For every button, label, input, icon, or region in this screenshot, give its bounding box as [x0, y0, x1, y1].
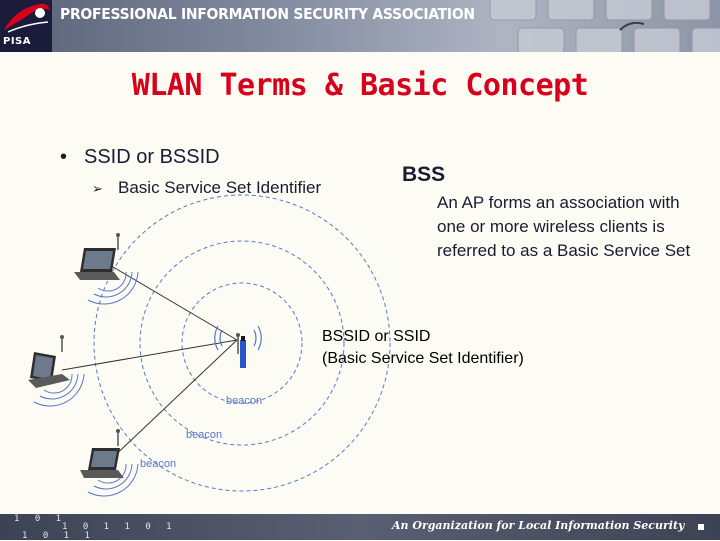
footer-bar — [0, 514, 720, 540]
footer-square-icon — [698, 524, 704, 530]
organization-name: PROFESSIONAL INFORMATION SECURITY ASSOCI… — [60, 5, 475, 23]
beacon-label: beacon — [140, 458, 176, 470]
bssid-line-2: (Basic Service Set Identifier) — [322, 350, 524, 367]
laptop-icon — [80, 429, 139, 497]
coverage-ring-middle — [139, 240, 345, 446]
coverage-ring-outer — [93, 194, 391, 492]
association-line — [61, 339, 238, 371]
bss-label: BSS — [402, 163, 446, 186]
binary-decoration: 1 0 1 1 0 1 — [62, 522, 177, 532]
logo-text: PISA — [3, 36, 31, 47]
association-line — [107, 263, 238, 341]
bss-description: An AP forms an association with one or m… — [437, 193, 691, 260]
slide-title: WLAN Terms & Basic Concept — [131, 68, 589, 103]
bssid-line-1: BSSID or SSID — [322, 328, 431, 345]
arrow-bullet-icon: ➢ — [92, 181, 103, 196]
binary-decoration: 1 0 1 — [14, 514, 67, 524]
bssid-label: BSSID or SSID (Basic Service Set Identif… — [322, 326, 524, 370]
main-bullet: • SSID or BSSID — [60, 146, 220, 169]
logo-swoosh-icon — [4, 3, 50, 33]
laptop-icon — [74, 233, 139, 305]
footer-tagline: An Organization for Local Information Se… — [392, 519, 685, 532]
header-bar: PISA PROFESSIONAL INFORMATION SECURITY A… — [0, 0, 720, 52]
sub-bullet: ➢ Basic Service Set Identifier — [92, 178, 321, 198]
beacon-label: beacon — [186, 429, 222, 441]
main-bullet-text: SSID or BSSID — [84, 146, 220, 168]
beacon-label: beacon — [226, 395, 262, 407]
pisa-logo: PISA — [0, 0, 52, 52]
sub-bullet-text: Basic Service Set Identifier — [118, 178, 322, 197]
binary-decoration: 1 0 1 1 — [22, 531, 95, 541]
association-line — [107, 339, 238, 463]
keyboard-decoration — [489, 0, 720, 52]
coverage-ring-inner — [181, 282, 303, 404]
bullet-dot-icon: • — [60, 146, 68, 168]
laptop-icon — [28, 335, 85, 407]
access-point-icon — [214, 325, 262, 368]
